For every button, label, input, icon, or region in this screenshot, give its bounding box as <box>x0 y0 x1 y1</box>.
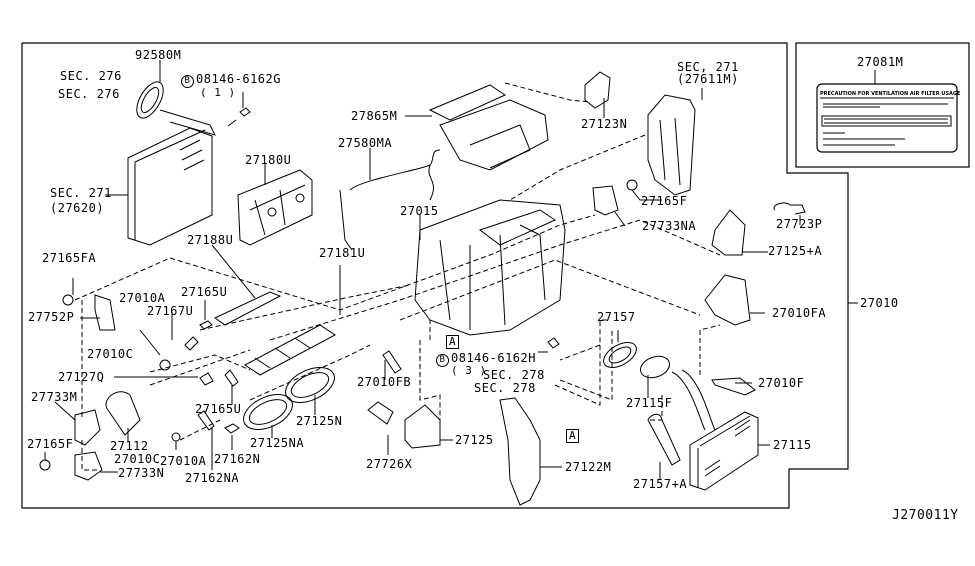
part-label-27865M[interactable]: 27865M <box>351 109 398 123</box>
marker-a-upper: A <box>446 335 459 349</box>
part-label-27162N[interactable]: 27162N <box>214 452 261 466</box>
section-ref-sec271-left[interactable]: SEC. 271 <box>50 186 112 200</box>
section-ref-sec271-right[interactable]: SEC, 271 <box>677 60 739 74</box>
section-ref-sec276-lower[interactable]: SEC. 276 <box>58 87 120 101</box>
dashed-guide-lines <box>74 82 721 471</box>
part-label-27010F[interactable]: 27010F <box>758 376 805 390</box>
part-label-27125[interactable]: 27125 <box>455 433 494 447</box>
label-card <box>816 83 958 153</box>
bracket-27123N-part <box>584 71 611 109</box>
part-label-27112[interactable]: 27112 <box>110 439 149 453</box>
part-label-27167U[interactable]: 27167U <box>147 304 194 318</box>
part-label-27726X[interactable]: 27726X <box>366 457 413 471</box>
part-label-27188U[interactable]: 27188U <box>187 233 234 247</box>
part-label-27123N[interactable]: 27123N <box>581 117 628 131</box>
intake-27865M-part <box>405 84 549 171</box>
part-label-27122M[interactable]: 27122M <box>565 460 612 474</box>
part-label-27157[interactable]: 27157 <box>597 310 636 324</box>
blower-housing-part <box>647 88 703 196</box>
part-label-27010A-lower[interactable]: 27010A <box>160 454 207 468</box>
section-ref-sec276-upper[interactable]: SEC. 276 <box>60 69 122 83</box>
harness-part <box>339 149 441 251</box>
part-label-92580M[interactable]: 92580M <box>135 48 182 62</box>
part-label-27165F-right[interactable]: 27165F <box>641 194 688 208</box>
bolt-g-quantity: ( 1 ) <box>200 86 236 99</box>
assembly-label-27010[interactable]: 27010 <box>860 296 899 310</box>
part-label-27580MA[interactable]: 27580MA <box>338 136 393 150</box>
part-label-27115[interactable]: 27115 <box>773 438 812 452</box>
part-label-27733NA[interactable]: 27733NA <box>642 219 697 233</box>
part-label-27181U[interactable]: 27181U <box>319 246 366 260</box>
part-label-27165FA[interactable]: 27165FA <box>42 251 97 265</box>
part-label-27180U[interactable]: 27180U <box>245 153 292 167</box>
evaporator-part <box>105 127 213 246</box>
part-label-27081M[interactable]: 27081M <box>857 55 904 69</box>
heater-core-part <box>689 411 770 491</box>
part-label-27165U-lower[interactable]: 27165U <box>195 402 242 416</box>
part-label-27733N[interactable]: 27733N <box>118 466 165 480</box>
part-label-27010A-upper[interactable]: 27010A <box>119 291 166 305</box>
part-label-27125NA[interactable]: 27125NA <box>250 436 305 450</box>
part-label-27010FA[interactable]: 27010FA <box>772 306 827 320</box>
duct-27122M-part <box>499 397 541 506</box>
part-label-27157-plus-A[interactable]: 27157+A <box>633 477 688 491</box>
label-card-title: PRECAUTION FOR VENTILATION AIR FILTER US… <box>820 91 961 97</box>
section-ref-sec278-upper[interactable]: SEC. 278 <box>483 368 545 382</box>
part-label-27010FB[interactable]: 27010FB <box>357 375 412 389</box>
part-label-27010C-lower[interactable]: 27010C <box>114 452 161 466</box>
part-label-27165F-left[interactable]: 27165F <box>27 437 74 451</box>
section-ref-sec278-lower[interactable]: SEC. 278 <box>474 381 536 395</box>
section-ref-27611M: (27611M) <box>677 72 739 86</box>
main-frame <box>21 42 849 509</box>
label-box-frame <box>795 42 970 168</box>
part-label-27162NA[interactable]: 27162NA <box>185 471 240 485</box>
part-label-27115F[interactable]: 27115F <box>626 396 673 410</box>
bolt-h-quantity: ( 3 ) <box>451 364 487 377</box>
marker-b-icon: B <box>181 75 194 88</box>
part-label-27125-plus-A[interactable]: 27125+A <box>768 244 823 258</box>
marker-b-icon: B <box>436 354 449 367</box>
heater-unit-part <box>414 199 566 336</box>
part-label-27015[interactable]: 27015 <box>400 204 439 218</box>
panel-27180U-part <box>237 163 313 246</box>
section-ref-27620: (27620) <box>50 201 105 215</box>
marker-a-lower: A <box>566 429 579 443</box>
part-label-27723P[interactable]: 27723P <box>776 217 823 231</box>
part-label-27165U-upper[interactable]: 27165U <box>181 285 228 299</box>
part-label-27125N[interactable]: 27125N <box>296 414 343 428</box>
blower-bracket-part <box>136 60 216 136</box>
part-label-27752P[interactable]: 27752P <box>28 310 75 324</box>
diagram-code: J270011Y <box>892 508 959 523</box>
part-label-27010C-upper[interactable]: 27010C <box>87 347 134 361</box>
part-label-27733M[interactable]: 27733M <box>31 390 78 404</box>
part-label-27127Q[interactable]: 27127Q <box>58 370 105 384</box>
